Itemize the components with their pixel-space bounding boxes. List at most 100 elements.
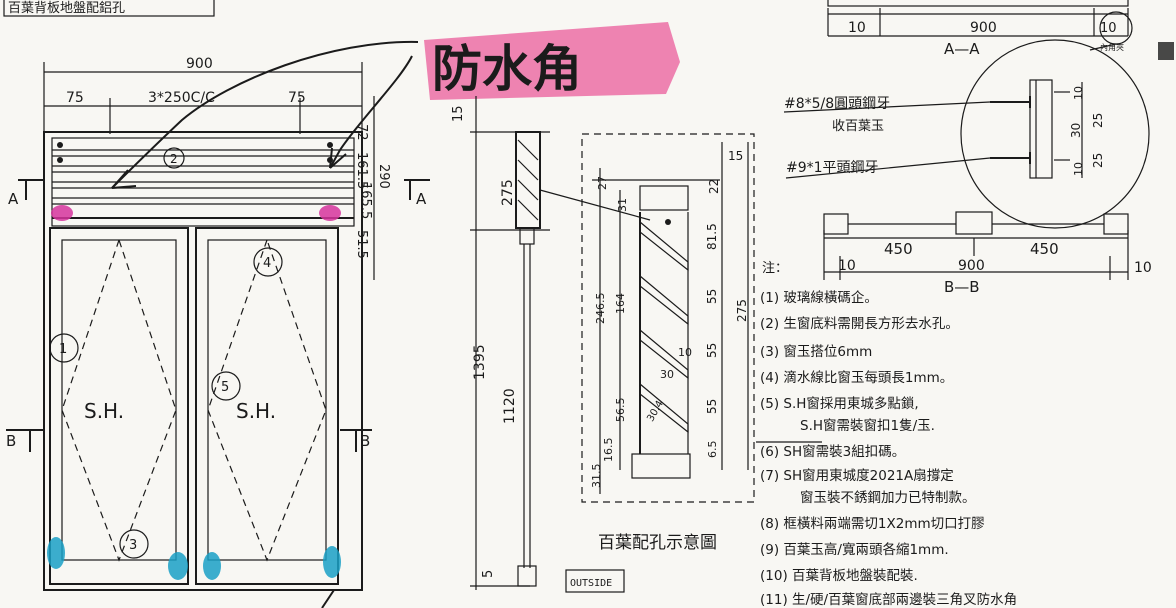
spacing-note: 3*250C/C [148,90,215,106]
detail-dim-r5: 55 [705,343,719,358]
overall-width-label: 900 [186,56,213,72]
callout-3-label: 3 [129,538,137,553]
screw-dot [57,157,63,163]
marker-teal-1 [47,537,65,569]
screw-dim-2: 30 [1069,123,1083,138]
screw-dim-4: 10 [1072,162,1085,176]
notes-heading: 注： [762,261,788,276]
right-margin-label: 75 [288,90,306,106]
section-bb-profile-mid [955,211,993,235]
side-sill-profile [517,565,537,587]
detail-dim-l5: 56.5 [614,398,627,423]
dim-lower-label: 165.5 [358,182,373,219]
detail-blade-dim: 30 [660,368,674,381]
sash-left [49,227,189,585]
marker-magenta-left [51,205,73,221]
callout-circle-4 [253,247,283,277]
screw-dim-5: 25 [1091,153,1105,168]
detail-leader [539,189,651,221]
section-bb-dim-right: 10 [1134,260,1152,276]
callout-1-label: 1 [59,342,67,357]
window-outer-frame [43,131,363,591]
detail-dim-r1: 15 [728,149,743,163]
section-bb-half-left: 450 [884,240,913,258]
note-item: S.H窗需裝窗扣1隻/玉. [800,417,935,434]
dim-mid-label: 161.5 [354,152,369,189]
note-item: (6) SH窗需裝3組扣碼。 [760,443,905,460]
detail-dim-l7: 16.5 [602,438,615,463]
sash-right [195,227,339,585]
title-box [3,0,215,17]
detail-overall-dim: 275 [735,299,749,322]
section-aa-dim-right: 10 [1100,21,1117,36]
note-item: (10) 百葉背板地盤裝配裝. [760,568,918,584]
panel-left-label: S.H. [84,399,124,423]
screw-2-label: #9*1平頭鋼牙 [786,160,879,176]
callout-circle-3 [119,529,149,559]
edge-mark [1158,42,1174,60]
detail-dim-l2: 31 [616,198,629,212]
section-aa-profile [827,0,1129,7]
handdrawn-stroke-bottom [321,589,335,608]
opening-indicator-left [61,238,177,562]
screw-1-note: 收百葉玉 [832,119,884,134]
louver-height-label: 290 [376,164,391,189]
note-item: 窗玉裝不銹鋼加力已特制款。 [800,489,976,506]
detail-gap-dim: 10 [678,346,692,359]
section-a-label-left: A [8,190,19,208]
screw-dim-3: 25 [1091,113,1105,128]
side-louver-profile [515,131,541,229]
detail-dim-l4: 164 [614,293,627,314]
section-aa-edge-note: 內角夾 [1100,42,1124,52]
section-b-label-right: B [360,432,370,450]
section-a-label-right: A [416,190,427,208]
screw-dot [665,219,671,225]
screw-1-leader [783,101,991,113]
handdrawn-arrow-left [111,40,419,189]
detail-dim-r4: 55 [705,289,719,304]
side-bottom-dim: 5 [481,570,496,578]
marker-teal-4 [323,546,341,578]
section-bb-profile-right [1103,213,1129,235]
screw-detail-circle [960,39,1150,229]
section-bb-half-right: 450 [1030,240,1059,258]
screw-dot [57,142,63,148]
section-bb-profile-left [823,213,849,235]
note-item: (2) 生窗底料需開長方形去水孔。 [760,315,959,332]
waterproof-corner-note: 防水角 [432,40,582,98]
outside-tag-label: OUTSIDE [570,578,612,589]
screw-2-leader [785,157,991,179]
section-bb-dim-mid: 900 [958,258,985,274]
screw-dim-1: 10 [1072,86,1085,100]
section-bb-dim-left: 10 [838,258,856,274]
note-item: (3) 窗玉搭位6mm [760,343,872,360]
sheet-title: 百葉背板地盤配鋁孔 [8,1,125,16]
detail-dim-r7: 6.5 [706,441,719,459]
note-item: (7) SH窗用東城度2021A扇撐定 [760,467,954,484]
side-top-dim: 15 [451,105,466,122]
section-aa-dim-left: 10 [848,20,866,36]
louver-detail-boundary [581,133,755,503]
side-louver-dim: 275 [500,179,516,206]
opening-indicator-right [207,238,327,562]
notes-list: (1) 玻璃線橫碼企。 (2) 生窗底料需開長方形去水孔。 (3) 窗玉搭位6m… [760,289,1017,608]
detail-dim-l6: 31.5 [590,464,603,489]
marker-teal-2 [168,552,188,580]
section-bb-label: B—B [944,278,980,296]
callout-5-label: 5 [221,380,229,395]
screw-2-shape [990,152,1031,164]
note-item: (9) 百葉玉高/寬兩頭各縮1mm. [760,541,949,558]
side-lower-height: 1120 [502,388,518,424]
screw-1-shape [990,96,1031,108]
arrow-head-right [329,147,347,169]
detail-dim-l1: 27 [596,176,609,190]
note-item: (11) 生/硬/百葉窗底部兩邊裝三角叉防水角 [760,591,1017,608]
side-total-height: 1395 [472,344,488,380]
side-louver-hatch [517,139,539,221]
callout-4-label: 4 [263,256,271,271]
detail-angle-dim: 30.4 [645,399,666,424]
handdrawn-arrow-right [329,55,413,169]
note-item: (1) 玻璃線橫碼企。 [760,289,878,306]
